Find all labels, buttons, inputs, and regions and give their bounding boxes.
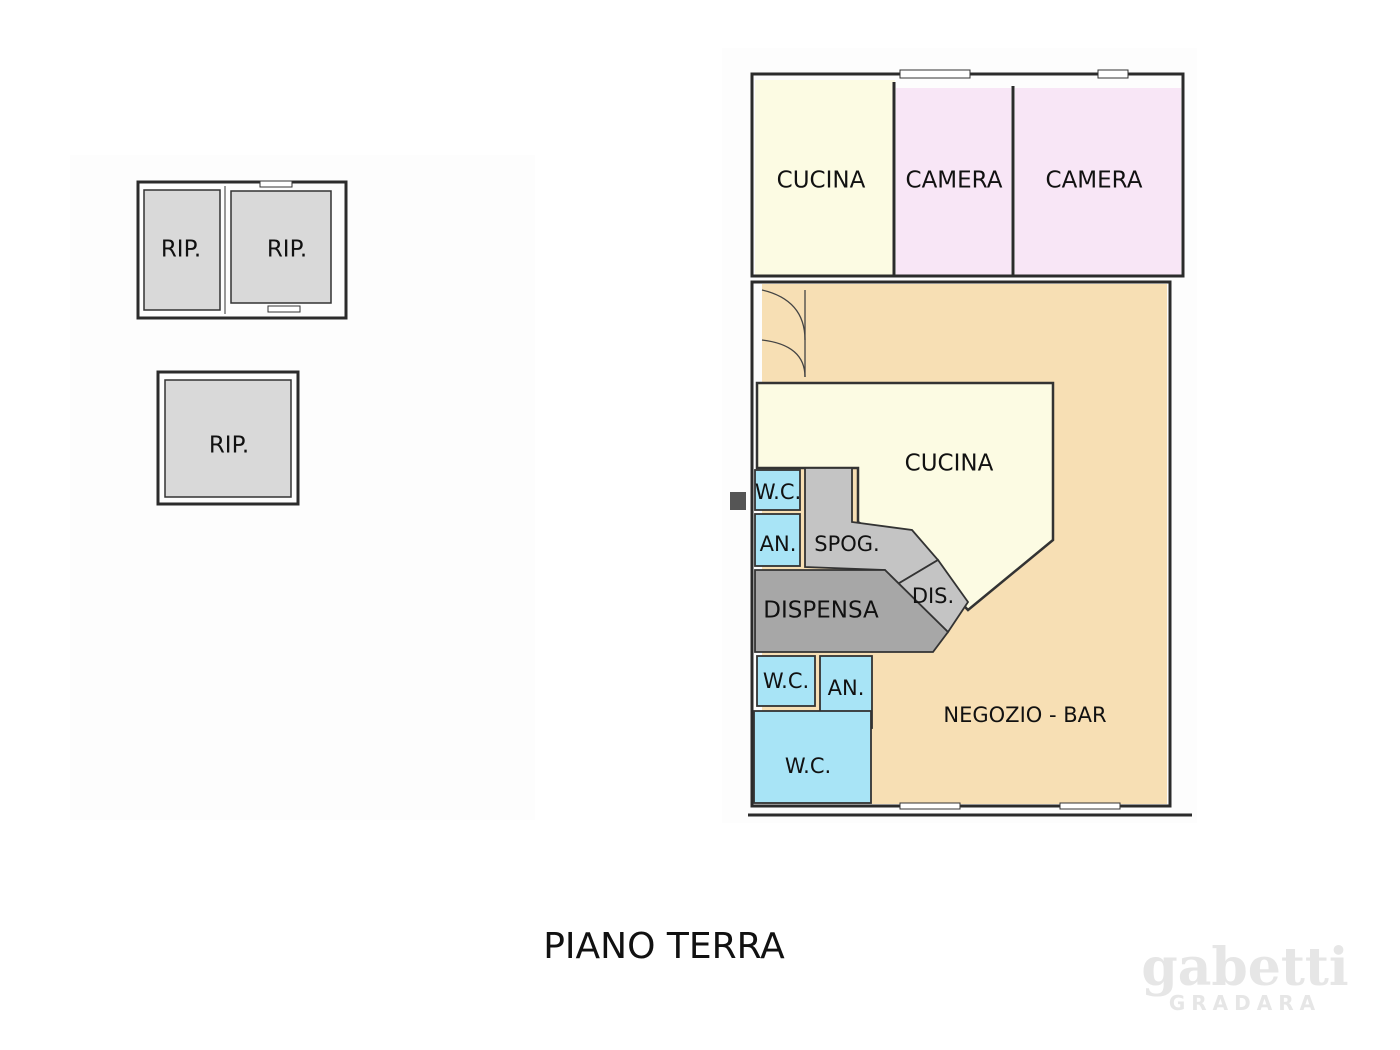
label-camera-1: CAMERA — [906, 168, 1003, 194]
label-negozio-bar: NEGOZIO - BAR — [943, 703, 1106, 727]
storage-block-bottom: RIP. — [156, 370, 300, 506]
label-wc-3: W.C. — [785, 754, 831, 778]
room-wc-2 — [756, 655, 816, 707]
room-wc-1 — [754, 469, 801, 511]
upper-apartment: CUCINA CAMERA CAMERA — [750, 69, 1185, 278]
room-an-1 — [754, 513, 801, 567]
room-camera-1 — [896, 88, 1011, 275]
label-wc-1: W.C. — [755, 480, 801, 504]
watermark-place: GRADARA — [1169, 991, 1321, 1015]
label-cucina-main: CUCINA — [905, 451, 994, 477]
label-wc-2: W.C. — [763, 669, 809, 693]
label-dis: DIS. — [912, 584, 954, 608]
room-camera-2 — [1015, 88, 1181, 275]
storage-block-top: RIP. RIP. — [136, 180, 348, 320]
room-rip-2 — [230, 190, 332, 304]
room-rip-1 — [143, 189, 221, 311]
label-rip-2: RIP. — [267, 237, 307, 263]
room-cucina-top — [755, 80, 895, 275]
label-spog: SPOG. — [814, 532, 879, 556]
label-cucina-top: CUCINA — [777, 168, 866, 194]
watermark-brand: gabetti — [1141, 937, 1348, 998]
shop-floor: CUCINA W.C. AN. SPOG. DIS. DISPENSA W.C.… — [730, 280, 1192, 817]
label-camera-2: CAMERA — [1046, 168, 1143, 194]
room-rip-3 — [164, 379, 292, 498]
room-dispensa — [754, 569, 950, 653]
label-dispensa: DISPENSA — [763, 598, 879, 624]
label-rip-1: RIP. — [161, 237, 201, 263]
label-an-1: AN. — [760, 532, 797, 556]
label-an-2: AN. — [828, 676, 865, 700]
label-rip-3: RIP. — [209, 433, 249, 459]
room-wc-3 — [753, 710, 872, 804]
plan-title: PIANO TERRA — [543, 926, 785, 967]
